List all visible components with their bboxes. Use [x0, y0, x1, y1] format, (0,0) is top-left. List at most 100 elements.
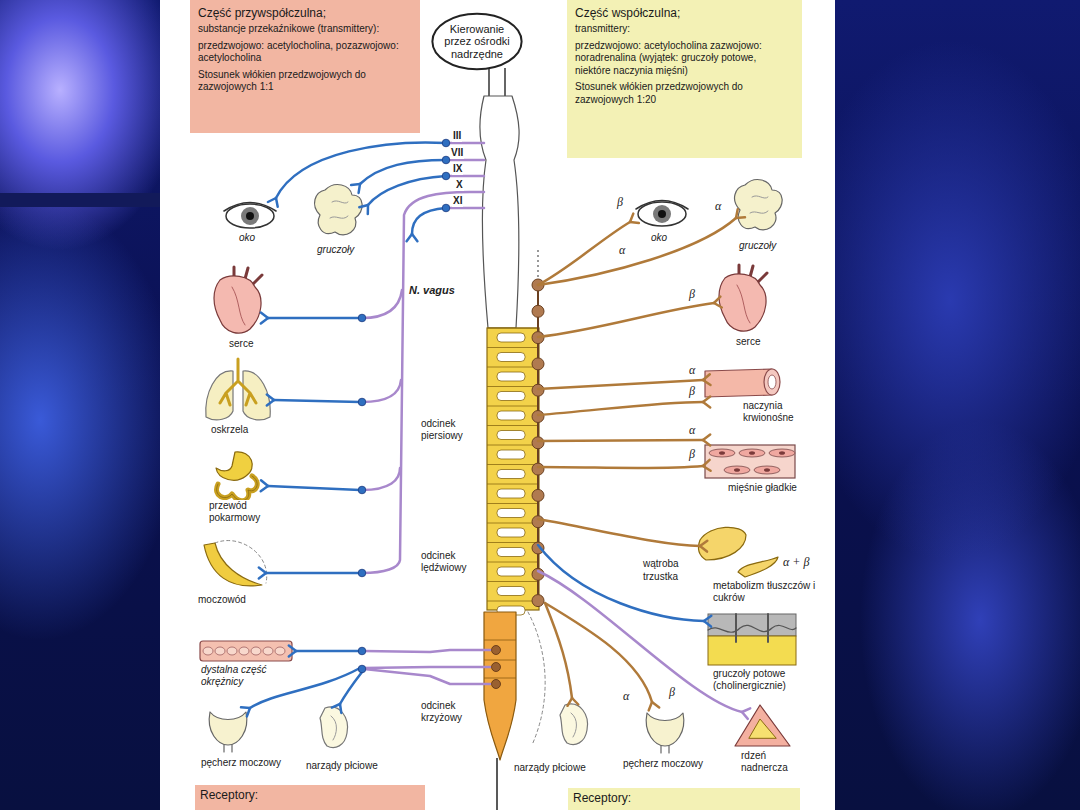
- sympathetic-fiber: [538, 380, 703, 389]
- sympathetic-ganglion: [532, 411, 544, 423]
- segment-root: [497, 392, 525, 401]
- synapse-ending: [241, 706, 250, 709]
- greek-letter: α: [618, 244, 626, 256]
- cranial-nerve-number: X: [455, 179, 464, 191]
- synapse-ending: [714, 303, 722, 308]
- segment-line: [487, 464, 539, 465]
- muscle-cell: [754, 466, 780, 474]
- synapse-ending: [742, 708, 750, 712]
- synapse-ending: [630, 214, 633, 222]
- gland-icon: [735, 180, 783, 230]
- eye-iris: [653, 205, 671, 223]
- synapse-ending: [704, 616, 711, 621]
- segment-root: [497, 353, 525, 362]
- preganglionic-fiber: [446, 207, 484, 210]
- synapse-ending: [261, 318, 268, 323]
- brainstem-line: [488, 68, 490, 98]
- heart-shape: [719, 274, 766, 331]
- synapse-ending: [259, 573, 266, 578]
- postganglionic-fiber: [276, 143, 446, 198]
- segment-root: [497, 470, 525, 479]
- ganglion-dot: [358, 314, 366, 322]
- organ-label: gruczoły: [316, 244, 355, 256]
- liver-shape: [698, 527, 746, 560]
- synapse-ending: [703, 380, 711, 385]
- ganglion-dot: [442, 156, 450, 164]
- synapse-ending: [742, 712, 748, 719]
- postganglionic-fiber: [268, 317, 360, 320]
- synapse-ending: [736, 216, 745, 219]
- sympathetic-fiber: [538, 519, 700, 546]
- bladder-shape: [209, 712, 247, 745]
- synapse-ending: [267, 400, 274, 405]
- skin-surface: [708, 614, 796, 636]
- muscle-nucleus: [749, 451, 755, 455]
- vessel-lumen: [768, 375, 776, 389]
- synapse-ending: [276, 198, 278, 207]
- postganglionic-fiber: [268, 486, 360, 490]
- synapse-ending: [568, 698, 573, 706]
- synapse-ending: [407, 234, 412, 241]
- colon-haustra: [275, 647, 285, 655]
- synapse-ending: [259, 568, 266, 573]
- ganglion-dot: [358, 569, 366, 577]
- ganglion-dot: [358, 398, 366, 406]
- muscle-cell: [769, 449, 795, 457]
- box-text: Stosunek włókien przedzwojowych do zazwo…: [575, 81, 794, 106]
- heart-icon: [214, 267, 262, 333]
- muscle-nucleus: [764, 468, 770, 472]
- synapse-ending: [340, 704, 341, 713]
- preganglionic-fiber: [446, 175, 484, 178]
- greek-letter: α: [688, 364, 696, 376]
- adrenal-cortex: [735, 705, 790, 746]
- genital-shape: [560, 704, 588, 744]
- organ-label: mięśnie gładkie: [727, 482, 798, 494]
- colon-haustra: [215, 647, 225, 655]
- box-heading: Część przywspółczulna;: [198, 6, 412, 20]
- sympathetic-fiber: [538, 402, 703, 415]
- greek-letter: β: [688, 385, 696, 397]
- ganglion-dot: [442, 204, 450, 212]
- synapse-ending: [572, 698, 578, 705]
- synapse-ending: [247, 708, 250, 716]
- sympathetic-ganglion: [532, 437, 544, 449]
- chain-dotted: [537, 250, 538, 283]
- postganglionic-fiber: [360, 160, 446, 184]
- ganglion-dot: [358, 647, 366, 655]
- segment-line: [487, 523, 539, 524]
- eye-pupil: [246, 212, 254, 220]
- bronchi: [220, 359, 256, 405]
- receptors-box: Receptory:: [568, 788, 800, 810]
- sacral-nucleus: [492, 663, 501, 672]
- heart-icon: [719, 265, 767, 331]
- heart-shape: [214, 276, 261, 333]
- synapse-ending: [267, 395, 274, 400]
- postganglionic-fiber: [412, 208, 446, 234]
- postganglionic-fiber: [538, 545, 704, 621]
- segment-line: [487, 406, 539, 407]
- box-heading: Część współczulna;: [575, 6, 794, 20]
- cranial-nerve-number: XI: [452, 195, 463, 207]
- synapse-ending: [332, 704, 340, 708]
- vessel-end: [764, 369, 780, 395]
- segment-line: [484, 640, 516, 641]
- receptors-box: Receptory:: [195, 785, 425, 810]
- muscle-nucleus: [734, 468, 740, 472]
- organ-label: gruczoły potowe (cholinergicznie): [712, 668, 824, 691]
- bladder-icon: [209, 712, 247, 752]
- heart-groove: [737, 285, 750, 323]
- receptor-label: α + β: [782, 556, 810, 568]
- greek-letter: β: [688, 448, 696, 460]
- synapse-ending: [703, 440, 710, 445]
- heart-groove: [232, 287, 245, 325]
- text-group: Receptory:: [568, 788, 800, 810]
- ganglion-dot: [442, 172, 450, 180]
- sweat-duct: [736, 614, 768, 642]
- organ-label: trzustka: [642, 571, 679, 583]
- segment-root: [497, 528, 525, 537]
- organ-label: serce: [228, 338, 254, 350]
- sympathetic-ganglion: [532, 305, 544, 317]
- sympathetic-fiber: [538, 222, 630, 285]
- segment-line: [487, 386, 539, 387]
- bladder-neck: [661, 746, 669, 753]
